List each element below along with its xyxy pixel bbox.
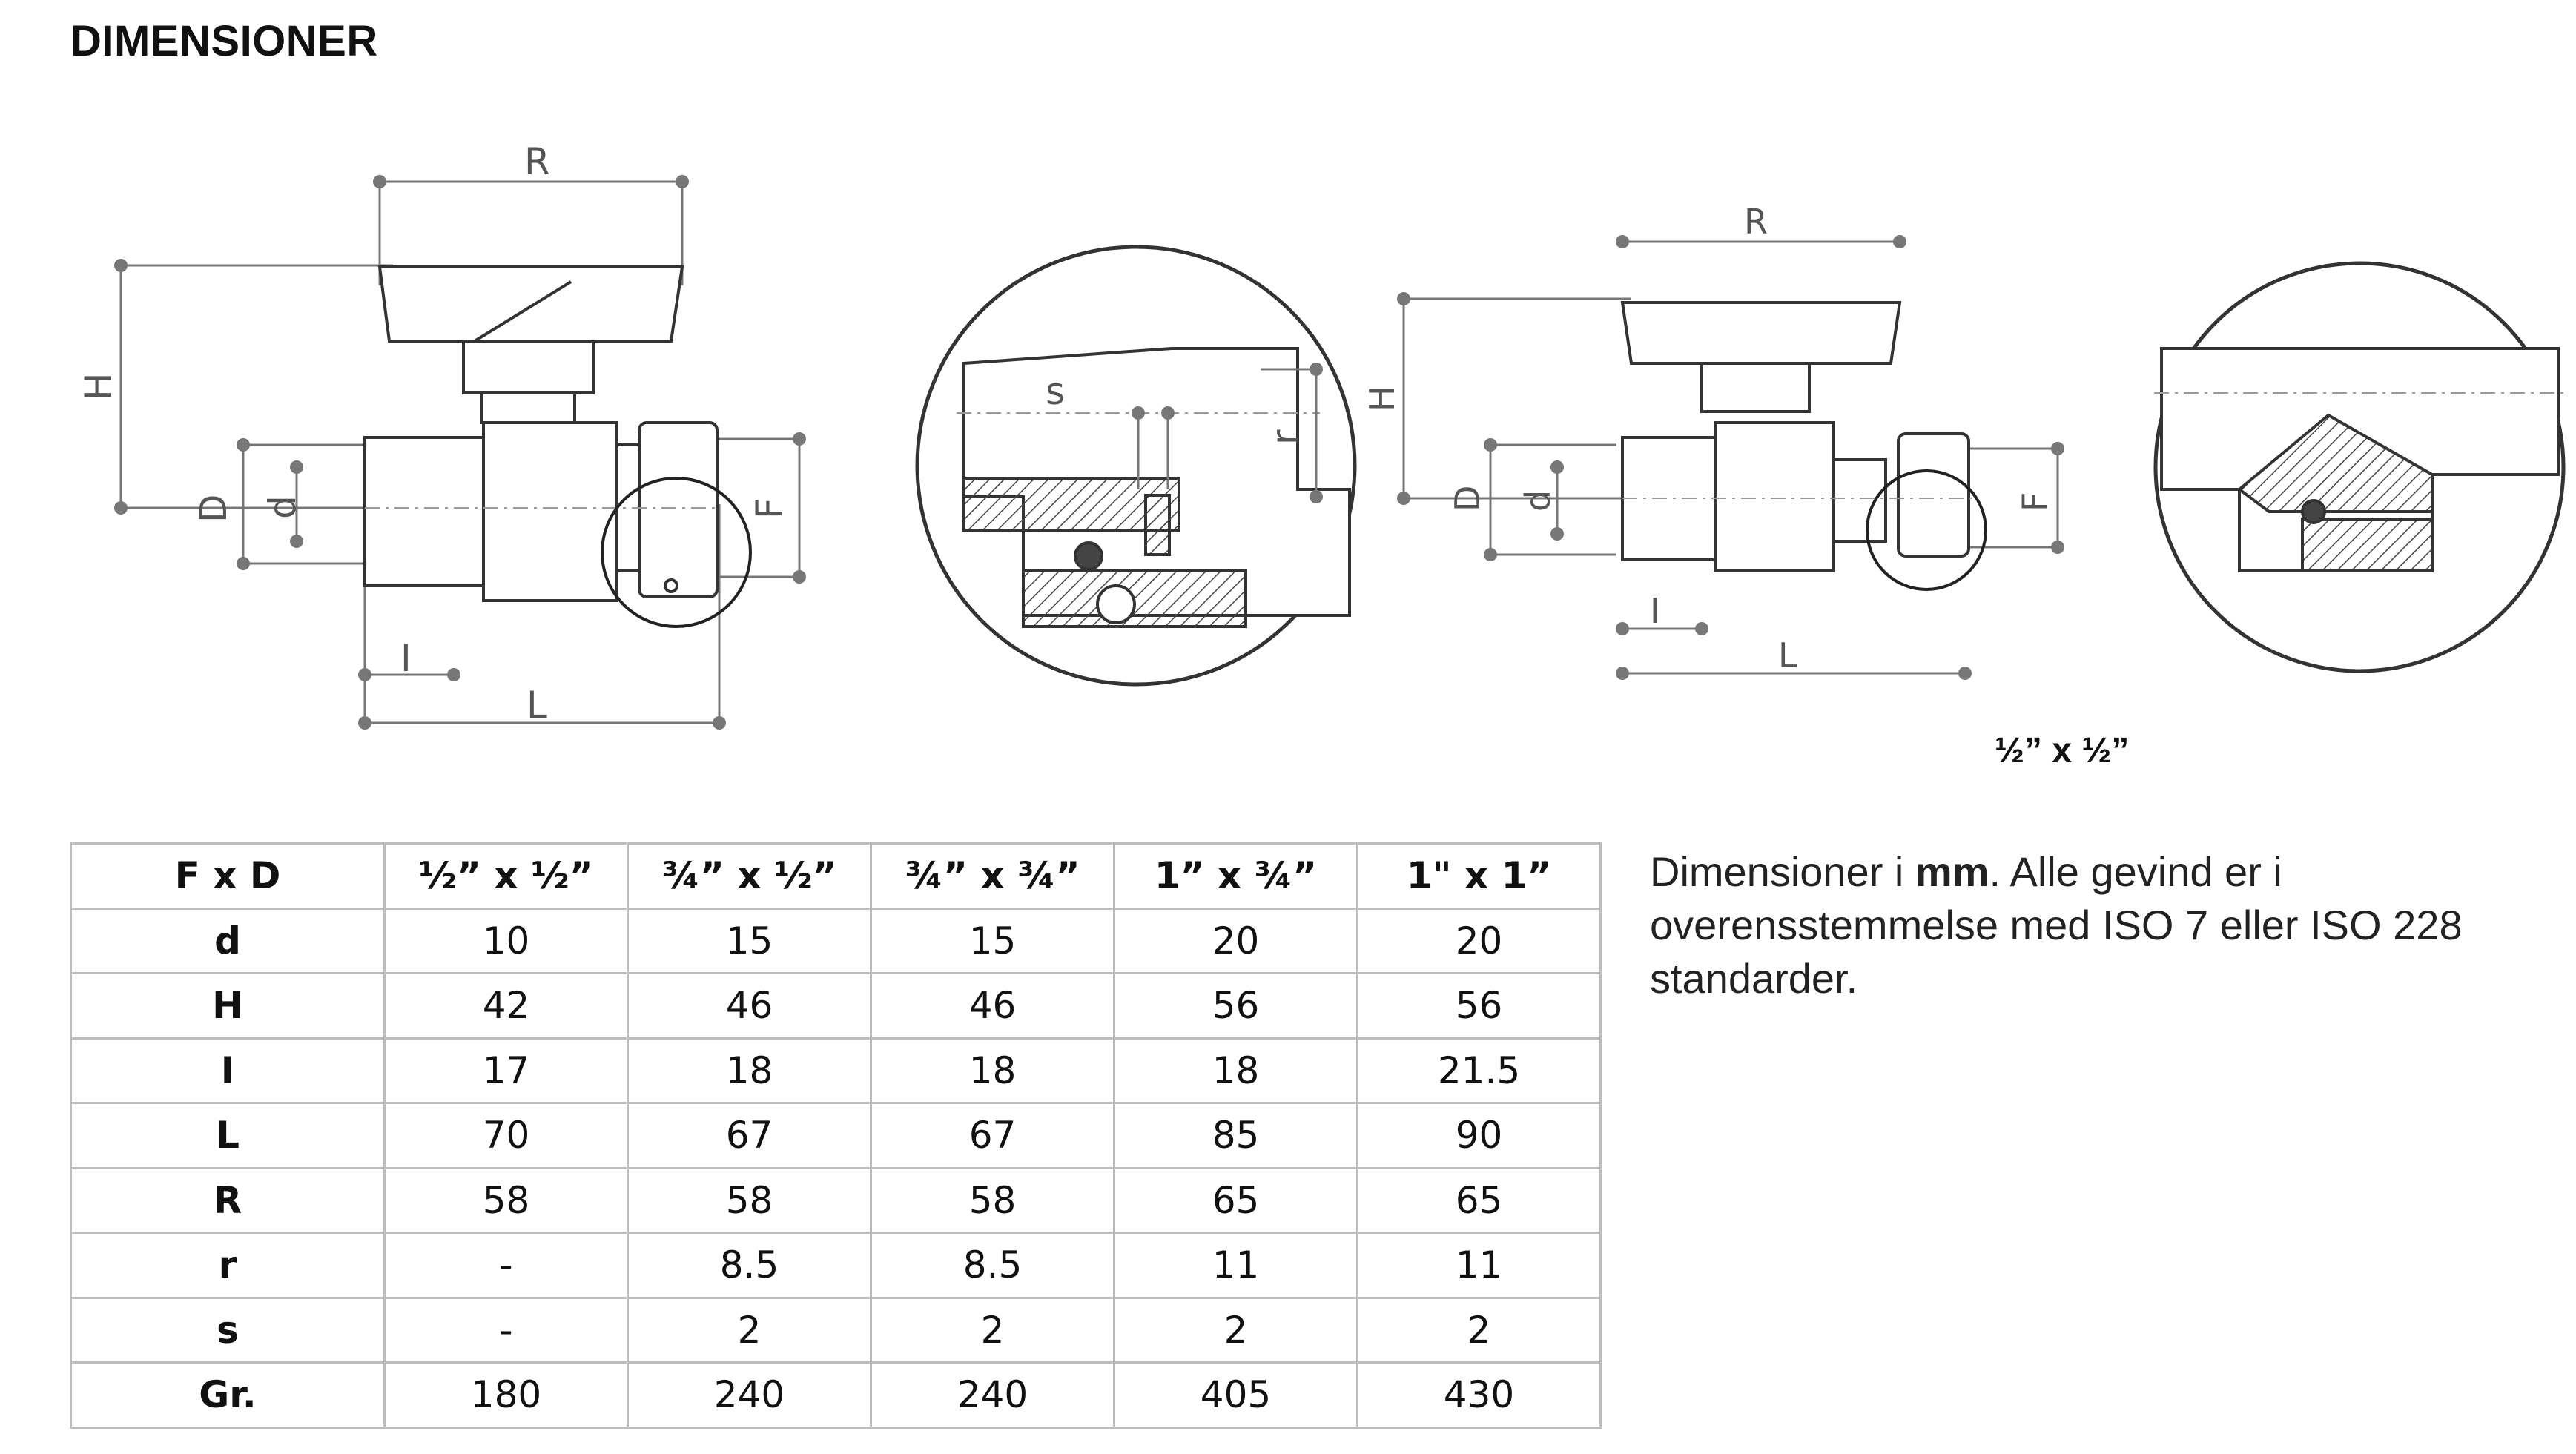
table-cell: 20 bbox=[1113, 907, 1358, 974]
table-header-cell: ¾” x ¾” bbox=[870, 842, 1115, 910]
table-cell: 15 bbox=[870, 907, 1115, 974]
table-cell: 56 bbox=[1113, 972, 1358, 1040]
label-L-small: L bbox=[1778, 635, 1797, 675]
table-row: d 10 15 15 20 20 bbox=[70, 907, 1602, 974]
table-cell: 21.5 bbox=[1356, 1037, 1602, 1104]
label-I: I bbox=[400, 637, 412, 680]
table-row-label: I bbox=[70, 1037, 386, 1104]
table-row: s - 2 2 2 2 bbox=[70, 1296, 1602, 1364]
table-cell: - bbox=[383, 1296, 629, 1364]
detail-circle-left bbox=[915, 245, 1357, 687]
label-F: F bbox=[748, 498, 791, 519]
table-cell: 58 bbox=[870, 1166, 1115, 1234]
technical-drawings: R H D d F I L s r bbox=[77, 140, 2566, 730]
table-row-label: d bbox=[70, 907, 386, 974]
table-cell: 18 bbox=[870, 1037, 1115, 1104]
table-cell: 240 bbox=[627, 1361, 872, 1429]
valve-drawing-large bbox=[114, 175, 806, 730]
label-d: d bbox=[261, 495, 304, 519]
table-cell: 85 bbox=[1113, 1102, 1358, 1169]
table-cell: 65 bbox=[1113, 1166, 1358, 1234]
label-D-small: D bbox=[1447, 486, 1487, 512]
label-H-small: H bbox=[1362, 386, 1402, 412]
detail-labels-left: s r bbox=[1046, 370, 1307, 445]
table-cell: 2 bbox=[1113, 1296, 1358, 1364]
table-row: H 42 46 46 56 56 bbox=[70, 972, 1602, 1040]
label-d-small: d bbox=[1518, 490, 1558, 512]
note-text: Dimensioner i bbox=[1650, 848, 1915, 895]
table-cell: 58 bbox=[627, 1166, 872, 1234]
table-cell: 90 bbox=[1356, 1102, 1602, 1169]
table-cell: 240 bbox=[870, 1361, 1115, 1429]
table-row-label: R bbox=[70, 1166, 386, 1234]
table-cell: 70 bbox=[383, 1102, 629, 1169]
label-r: r bbox=[1264, 429, 1307, 445]
label-R-small: R bbox=[1744, 202, 1768, 242]
table-row: R 58 58 58 65 65 bbox=[70, 1166, 1602, 1234]
detail-circle-right bbox=[2153, 261, 2566, 673]
table-row-label: L bbox=[70, 1102, 386, 1169]
dimension-labels-large: R H D d F I L bbox=[77, 140, 791, 727]
table-row: L 70 67 67 85 90 bbox=[70, 1102, 1602, 1169]
table-row-label: r bbox=[70, 1232, 386, 1299]
table-cell: 8.5 bbox=[870, 1232, 1115, 1299]
table-header-cell: ½” x ½” bbox=[383, 842, 629, 910]
table-header-cell: ¾” x ½” bbox=[627, 842, 872, 910]
table-cell: 15 bbox=[627, 907, 872, 974]
table-cell: 2 bbox=[1356, 1296, 1602, 1364]
table-row-label: H bbox=[70, 972, 386, 1040]
table-cell: 20 bbox=[1356, 907, 1602, 974]
table-cell: 180 bbox=[383, 1361, 629, 1429]
table-cell: 67 bbox=[627, 1102, 872, 1169]
table-cell: 17 bbox=[383, 1037, 629, 1104]
table-cell: 2 bbox=[870, 1296, 1115, 1364]
table-cell: 42 bbox=[383, 972, 629, 1040]
page-title: DIMENSIONER bbox=[70, 17, 378, 65]
label-D: D bbox=[192, 494, 235, 523]
table-header-row: F x D ½” x ½” ¾” x ½” ¾” x ¾” 1” x ¾” 1"… bbox=[70, 842, 1602, 910]
label-H: H bbox=[77, 372, 120, 400]
table-cell: 65 bbox=[1356, 1166, 1602, 1234]
table-cell: - bbox=[383, 1232, 629, 1299]
table-row-label: s bbox=[70, 1296, 386, 1364]
table-row-label: Gr. bbox=[70, 1361, 386, 1429]
label-I-small: I bbox=[1650, 591, 1660, 631]
table-cell: 10 bbox=[383, 907, 629, 974]
table-row: r - 8.5 8.5 11 11 bbox=[70, 1232, 1602, 1299]
table-cell: 67 bbox=[870, 1102, 1115, 1169]
table-cell: 46 bbox=[870, 972, 1115, 1040]
table-header-cell: 1" x 1” bbox=[1356, 842, 1602, 910]
dimension-labels-small: R H D d F I L bbox=[1362, 202, 2055, 675]
note-text-rest: . Alle gevind er i overensstemmelse med … bbox=[1650, 848, 2463, 1002]
table-cell: 11 bbox=[1356, 1232, 1602, 1299]
label-F-small: F bbox=[2015, 492, 2055, 512]
table-row: Gr. 180 240 240 405 430 bbox=[70, 1361, 1602, 1429]
table-row: I 17 18 18 18 21.5 bbox=[70, 1037, 1602, 1104]
table-header-cell: F x D bbox=[70, 842, 386, 910]
label-s: s bbox=[1046, 370, 1065, 413]
label-L: L bbox=[526, 684, 547, 727]
label-R: R bbox=[524, 140, 550, 183]
table-cell: 430 bbox=[1356, 1361, 1602, 1429]
note-unit: mm bbox=[1915, 848, 1989, 895]
table-cell: 2 bbox=[627, 1296, 872, 1364]
valve-drawing-small bbox=[1397, 235, 2064, 680]
table-header-cell: 1” x ¾” bbox=[1113, 842, 1358, 910]
table-cell: 18 bbox=[627, 1037, 872, 1104]
table-cell: 58 bbox=[383, 1166, 629, 1234]
size-caption: ½” x ½” bbox=[1995, 731, 2130, 770]
table-cell: 18 bbox=[1113, 1037, 1358, 1104]
dimensions-note: Dimensioner i mm. Alle gevind er i overe… bbox=[1650, 845, 2554, 1005]
dimensions-table: F x D ½” x ½” ¾” x ½” ¾” x ¾” 1” x ¾” 1"… bbox=[70, 842, 1602, 1429]
table-cell: 405 bbox=[1113, 1361, 1358, 1429]
table-cell: 8.5 bbox=[627, 1232, 872, 1299]
table-cell: 11 bbox=[1113, 1232, 1358, 1299]
table-cell: 56 bbox=[1356, 972, 1602, 1040]
table-cell: 46 bbox=[627, 972, 872, 1040]
